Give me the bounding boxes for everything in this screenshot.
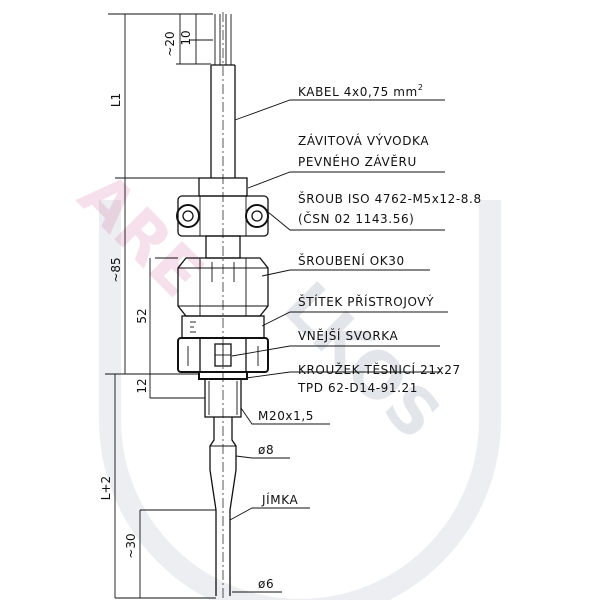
label-zavitova-1: ZÁVITOVÁ VÝVODKA bbox=[298, 133, 429, 148]
screw-left bbox=[176, 204, 200, 228]
dim-30: ~30 bbox=[124, 533, 138, 558]
screw-right bbox=[245, 204, 269, 228]
dim-52: 52 bbox=[135, 308, 149, 323]
label-stitek: ŠTÍTEK PŘÍSTROJOVÝ bbox=[298, 294, 434, 309]
dim-10: 10 bbox=[179, 30, 193, 45]
watermark-shape bbox=[99, 200, 501, 600]
dim-L2: L+2 bbox=[99, 476, 113, 500]
dim-top-wires: 10 ~20 bbox=[155, 13, 213, 65]
label-vnejsi-svorka: VNĚJŠÍ SVORKA bbox=[298, 328, 399, 343]
dim-20: ~20 bbox=[163, 31, 177, 56]
dim-L1: L1 bbox=[109, 93, 123, 107]
label-kabel: KABEL 4x0,75 mm2 bbox=[298, 83, 424, 99]
label-sroubeni: ŠROUBENÍ OK30 bbox=[298, 253, 405, 268]
label-jimka: JÍMKA bbox=[261, 492, 298, 507]
dim-left: L1 ~85 52 12 L+2 ~30 bbox=[99, 13, 216, 599]
leader-lines bbox=[229, 99, 448, 593]
cable bbox=[210, 14, 236, 178]
label-zavitova-2: PEVNÉHO ZÁVĚRU bbox=[298, 154, 417, 169]
thermowell bbox=[209, 417, 237, 596]
label-sroub-2: (ČSN 02 1143.56) bbox=[298, 211, 414, 226]
label-thread: M20x1,5 bbox=[258, 409, 314, 423]
label-d6: ø6 bbox=[258, 577, 274, 591]
label-krouzek-2: TPD 62-D14-91.21 bbox=[297, 381, 418, 395]
dim-85: ~85 bbox=[109, 257, 123, 282]
dim-12: 12 bbox=[135, 378, 149, 393]
label-sroub-1: ŠROUB ISO 4762-M5x12-8.8 bbox=[298, 191, 482, 206]
label-krouzek-1: KROUŽEK TĚSNICÍ 21x27 bbox=[298, 362, 461, 377]
label-d8: ø8 bbox=[258, 443, 274, 457]
